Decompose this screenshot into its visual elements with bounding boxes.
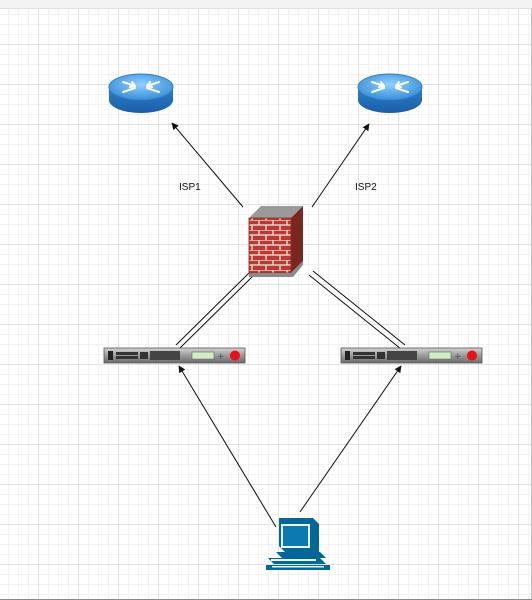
workstation-icon[interactable] bbox=[266, 518, 330, 570]
router-icon[interactable] bbox=[108, 73, 174, 113]
router-icon[interactable] bbox=[357, 73, 423, 113]
connector-firewall-to-router-left[interactable] bbox=[171, 122, 244, 208]
connector-firewall-to-router-right[interactable] bbox=[311, 123, 370, 208]
connector-workstation-to-appliance-left[interactable] bbox=[178, 365, 277, 528]
connector-workstation-to-appliance-right[interactable] bbox=[299, 365, 402, 513]
network-appliance-icon[interactable]: + bbox=[103, 347, 246, 364]
label-isp1[interactable]: ISP1 bbox=[179, 182, 201, 193]
link-firewall-to-appliance-right[interactable] bbox=[308, 270, 406, 350]
svg-text:+: + bbox=[454, 352, 462, 362]
link-firewall-to-appliance-left[interactable] bbox=[175, 272, 254, 349]
network-appliance-icon[interactable]: + bbox=[340, 347, 483, 364]
canvas-top-strip bbox=[0, 0, 532, 9]
label-isp2[interactable]: ISP2 bbox=[355, 182, 377, 193]
svg-text:+: + bbox=[217, 352, 225, 362]
firewall-icon[interactable] bbox=[248, 206, 303, 277]
